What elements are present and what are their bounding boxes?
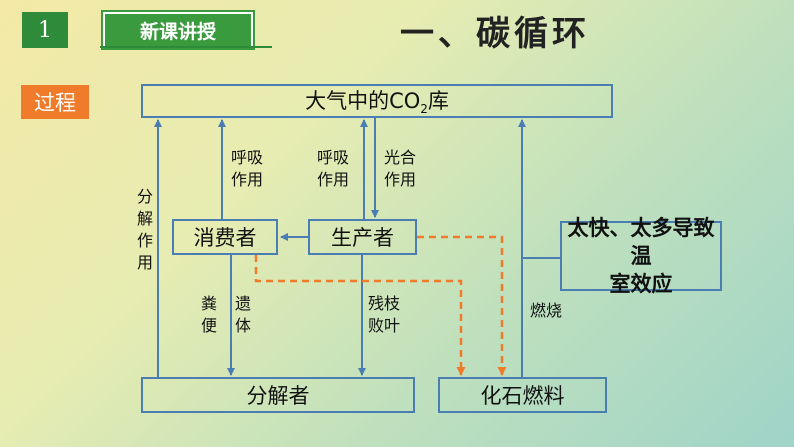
dashed-producer-to-fossil xyxy=(417,235,507,376)
dashed-consumer-to-fossil xyxy=(254,255,466,376)
label-litter-1: 残枝 xyxy=(368,294,401,313)
atmosphere-label: 大气中的CO2库 xyxy=(305,89,449,117)
label-remains: 遗体 xyxy=(234,294,251,335)
label-feces: 粪便 xyxy=(200,294,217,335)
label-consumer-respiration-1: 呼吸 xyxy=(231,148,264,167)
label-photosynthesis-2: 作用 xyxy=(384,170,417,189)
label-combustion: 燃烧 xyxy=(530,301,563,320)
note-line-1: 太快、太多导致温 xyxy=(567,216,715,268)
header-divider xyxy=(100,46,272,48)
page-title: 一、碳循环 xyxy=(400,14,590,54)
label-producer-respiration-1: 呼吸 xyxy=(317,148,350,167)
decomposer-box: 分解者 xyxy=(141,377,415,413)
consumer-box: 消费者 xyxy=(172,219,278,255)
producer-box: 生产者 xyxy=(308,219,417,255)
label-litter-2: 败叶 xyxy=(368,316,401,335)
label-consumer-respiration-2: 作用 xyxy=(231,170,264,189)
atmosphere-co2-box: 大气中的CO2库 xyxy=(141,84,613,118)
note-line-2: 室效应 xyxy=(609,272,673,296)
greenhouse-note-box: 太快、太多导致温 室效应 xyxy=(560,216,722,296)
page-number-badge: 1 xyxy=(22,12,68,48)
process-tag: 过程 xyxy=(21,85,89,119)
fossil-fuel-box: 化石燃料 xyxy=(438,377,607,413)
label-photosynthesis-1: 光合 xyxy=(384,148,417,167)
label-decomposition: 分解作用 xyxy=(136,187,153,272)
label-producer-respiration-2: 作用 xyxy=(317,170,350,189)
